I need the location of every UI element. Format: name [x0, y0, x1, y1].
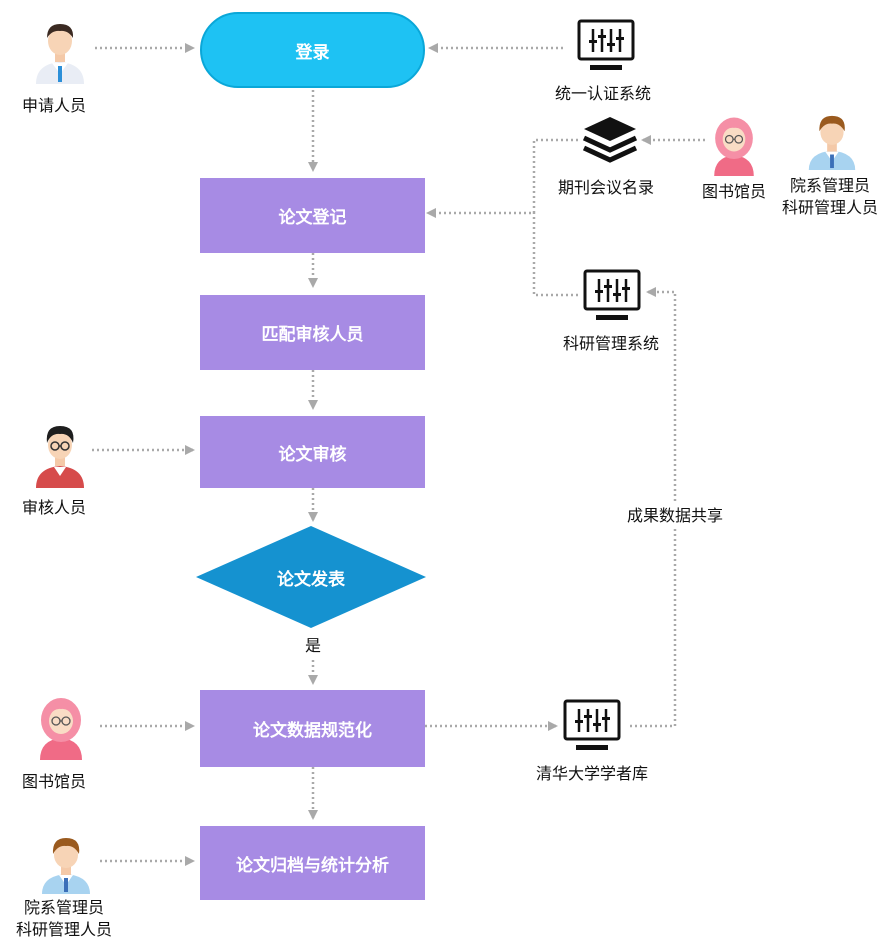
person-male-icon: [808, 115, 856, 170]
node-publish[interactable]: 论文发表: [194, 524, 428, 630]
actor-librarian-mid-label: 图书馆员: [22, 772, 87, 791]
decision-shape: [196, 526, 426, 628]
system-scholar-label: 清华大学学者库: [535, 764, 649, 783]
node-register[interactable]: 论文登记: [200, 178, 425, 253]
edge-label-share: 成果数据共享: [622, 504, 728, 528]
person-male-icon: [36, 24, 84, 84]
monitor-icon: [583, 269, 641, 320]
node-review-label: 论文审核: [278, 444, 347, 465]
edge-label-yes: 是: [304, 636, 322, 655]
node-review[interactable]: 论文审核: [200, 416, 425, 488]
edge-research-register: [532, 213, 578, 297]
person-male-icon: [42, 838, 90, 894]
node-login-label: 登录: [295, 42, 330, 63]
node-publish-label: 论文发表: [277, 569, 345, 590]
actor-admin-bottom-line2: 科研管理人员: [15, 920, 113, 939]
node-login[interactable]: 登录: [200, 12, 425, 88]
layers-icon: [582, 117, 638, 163]
actor-admin-bottom-line1: 院系管理员: [23, 898, 105, 917]
system-auth-label: 统一认证系统: [554, 84, 652, 103]
system-journal-label: 期刊会议名录: [557, 178, 655, 197]
actor-reviewer-label: 审核人员: [22, 498, 87, 517]
person-glasses-icon: [36, 426, 84, 488]
node-match-label: 匹配审核人员: [261, 325, 364, 345]
monitor-icon: [563, 699, 621, 750]
actor-admin-top-line2: 科研管理人员: [781, 198, 879, 217]
node-normalize-label: 论文数据规范化: [253, 721, 372, 741]
node-archive-label: 论文归档与统计分析: [236, 855, 389, 876]
system-research-label: 科研管理系统: [562, 334, 660, 353]
person-female-icon: [714, 117, 754, 176]
edge-journal-register: [426, 138, 578, 218]
node-normalize[interactable]: 论文数据规范化: [200, 690, 425, 767]
node-archive[interactable]: 论文归档与统计分析: [200, 826, 425, 900]
actor-applicant-label: 申请人员: [22, 96, 87, 115]
actor-admin-top-line1: 院系管理员: [789, 176, 871, 195]
node-match[interactable]: 匹配审核人员: [200, 295, 425, 370]
actor-librarian-top-label: 图书馆员: [701, 182, 767, 201]
monitor-icon: [577, 19, 635, 70]
person-female-icon: [40, 698, 82, 760]
node-register-label: 论文登记: [278, 208, 347, 228]
